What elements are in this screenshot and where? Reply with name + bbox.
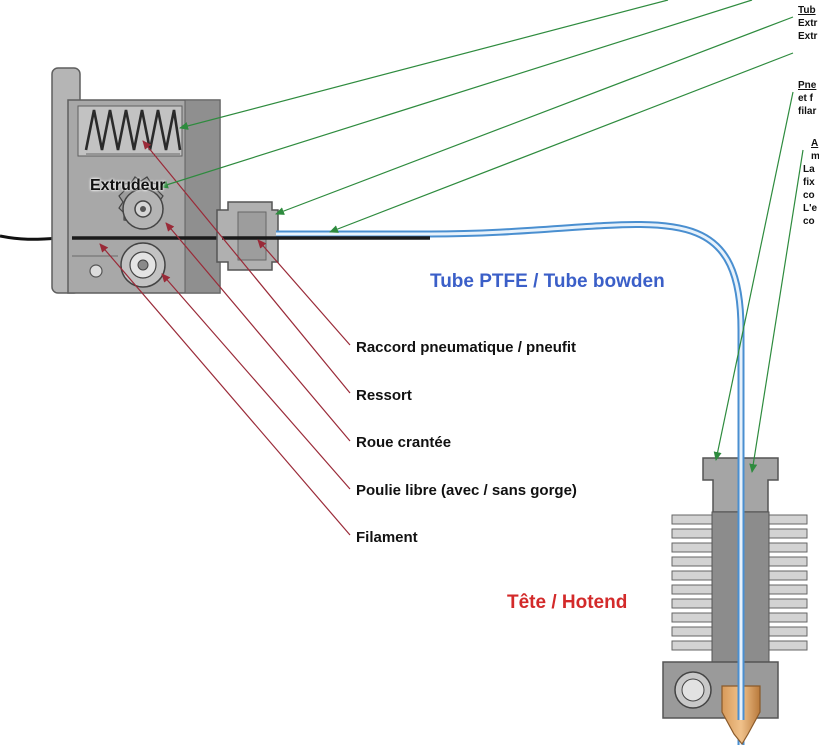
pneufit-fitting	[216, 201, 279, 271]
side-note-3: A m La fix co L'e co	[803, 137, 819, 228]
red-arrows	[99, 140, 351, 536]
arrow-tube	[329, 52, 794, 233]
screw-hole	[89, 264, 103, 278]
side-note-3-line-1: A	[811, 138, 819, 149]
side-note-2-line-1: Pne	[798, 80, 817, 91]
tube-title: Tube PTFE / Tube bowden	[430, 271, 665, 292]
extruder-label: Extrudeur	[90, 177, 166, 194]
side-note-3-line-7: co	[803, 216, 815, 227]
spring	[84, 109, 182, 151]
hotend	[662, 330, 808, 746]
arrow-extruder-spring	[179, 0, 669, 130]
arrow-filament	[99, 243, 351, 536]
arrow-fitting	[275, 16, 794, 215]
arrow-roue	[165, 222, 351, 442]
arrow-extruder-body	[159, 0, 753, 189]
label-filament: Filament	[356, 529, 418, 546]
arrow-hotend-fitting	[713, 91, 794, 461]
side-note-3-line-4: fix	[803, 177, 815, 188]
side-note-3-line-2: m	[811, 151, 819, 162]
green-arrows	[159, 0, 804, 473]
label-roue: Roue crantée	[356, 434, 452, 451]
side-note-2-line-2: et f	[798, 93, 813, 104]
arrow-ressort	[142, 140, 351, 394]
side-note-3-line-3: La	[803, 164, 815, 175]
arrow-raccord	[257, 239, 351, 346]
side-note-3-line-5: co	[803, 190, 815, 201]
side-note-2: Pne et f filar	[798, 79, 816, 118]
side-note-2-line-3: filar	[798, 106, 817, 117]
arrow-poulie	[161, 273, 351, 490]
hotend-title: Tête / Hotend	[507, 592, 628, 613]
ptfe-tube	[222, 221, 745, 745]
label-raccord: Raccord pneumatique / pneufit	[356, 339, 577, 356]
side-note-1-line-1: Tub	[798, 5, 816, 16]
incoming-filament	[0, 234, 59, 241]
side-note-1-line-2: Extr	[798, 18, 818, 29]
extruder	[51, 67, 222, 294]
side-note-1: Tub Extr Extr	[798, 4, 817, 43]
side-note-1-line-3: Extr	[798, 31, 818, 42]
label-ressort: Ressort	[356, 387, 412, 404]
arrow-hotend-tube	[749, 149, 804, 473]
label-poulie: Poulie libre (avec / sans gorge)	[356, 482, 577, 499]
side-note-3-line-6: L'e	[803, 203, 818, 214]
